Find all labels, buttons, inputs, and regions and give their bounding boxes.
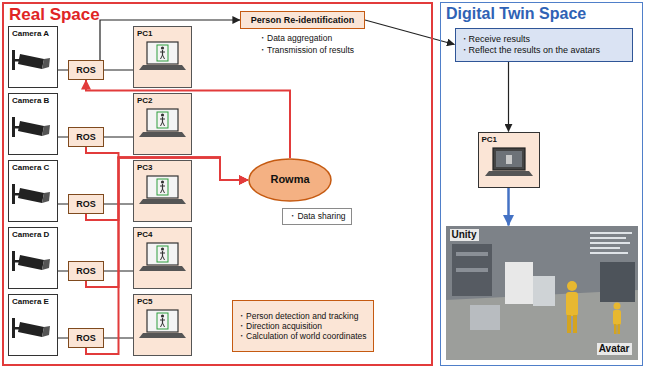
node-text: Person Re-identification — [251, 15, 355, 26]
node-text: Camera A — [12, 29, 49, 39]
region-panel: Real SpaceCamera A ROS PC1Camera B ROS PC2Ca… — [2, 2, 433, 366]
node-text: Unity — [450, 229, 479, 241]
node-text: PC5 — [137, 297, 153, 307]
camera-box: Camera E — [8, 294, 58, 356]
node-text: PC4 — [137, 230, 153, 240]
pc-box: PC1 — [478, 132, 540, 188]
pc-box: PC1 — [133, 26, 192, 88]
node-text: Camera C — [12, 163, 49, 173]
node-text: ・Data sharing — [288, 211, 345, 221]
screen-image: UnityAvatar — [446, 226, 638, 360]
camera-box: Camera B — [8, 93, 58, 155]
connector — [86, 147, 248, 180]
ellipse-outline — [249, 159, 331, 201]
node-text: Rowma — [270, 173, 309, 186]
ros-box: ROS — [68, 60, 104, 80]
node-text: Real Space — [9, 5, 100, 25]
connector — [58, 338, 68, 339]
camera-box: Camera C — [8, 160, 58, 222]
connector — [58, 70, 68, 71]
region-panel: Digital Twin Space ・Receive results・Refle… — [440, 2, 643, 366]
unity-scene — [446, 226, 638, 360]
note-box: ・Data sharing — [282, 208, 352, 225]
node-text: ・Person detection and tracking — [237, 311, 358, 321]
laptop-icon — [133, 160, 192, 222]
camera-icon — [12, 318, 50, 338]
annotation-text: ・Transmission of results — [258, 45, 354, 55]
laptop-icon — [133, 294, 192, 356]
node-text: ROS — [76, 199, 96, 210]
connector — [104, 137, 133, 138]
node-text: ROS — [76, 65, 96, 76]
node-text: ・Reflect the results on the avatars — [460, 45, 601, 56]
connector — [86, 158, 248, 355]
hub-ellipse: Rowma — [248, 158, 332, 202]
node-text: ・Receive results — [460, 34, 531, 45]
laptop-icon — [478, 132, 540, 188]
camera-box: Camera A — [8, 26, 58, 88]
ros-box: ROS — [68, 127, 104, 147]
node-text: Digital Twin Space — [446, 4, 586, 23]
connector — [86, 80, 290, 158]
ros-box: ROS — [68, 194, 104, 214]
node-text: ・Direction acquisition — [237, 321, 322, 331]
camera-icon — [12, 117, 50, 137]
node-text: ・Calculation of world coordinates — [237, 331, 366, 341]
laptop-icon — [133, 227, 192, 289]
process-box: Person Re-identification — [240, 11, 365, 29]
node-text: ROS — [76, 333, 96, 344]
connector — [507, 188, 510, 226]
node-text: PC1 — [137, 29, 153, 39]
node-text: ROS — [76, 132, 96, 143]
process-box: ・Receive results・Reflect the results on … — [455, 28, 633, 62]
ros-box: ROS — [68, 328, 104, 348]
connector — [86, 158, 248, 221]
ros-box: ROS — [68, 261, 104, 281]
note-box: ・Person detection and tracking・Direction… — [232, 300, 374, 352]
annotation-text: ・Data aggregation — [258, 33, 332, 43]
camera-box: Camera D — [8, 227, 58, 289]
node-text: Camera B — [12, 96, 49, 106]
pc-box: PC5 — [133, 294, 192, 356]
node-text: PC1 — [482, 135, 498, 145]
node-text: Camera E — [12, 297, 49, 307]
connector — [58, 137, 68, 138]
node-text: ROS — [76, 266, 96, 277]
node-text: Avatar — [597, 343, 632, 355]
camera-icon — [12, 50, 50, 70]
node-text: PC2 — [137, 96, 153, 106]
laptop-icon — [133, 26, 192, 88]
node-text: Camera D — [12, 230, 49, 240]
connector — [58, 204, 68, 205]
pc-box: PC2 — [133, 93, 192, 155]
node-text: PC3 — [137, 163, 153, 173]
connector — [365, 20, 455, 45]
laptop-icon — [133, 93, 192, 155]
pc-box: PC4 — [133, 227, 192, 289]
connector — [86, 158, 248, 288]
connector — [58, 271, 68, 272]
camera-icon — [12, 184, 50, 204]
pc-box: PC3 — [133, 160, 192, 222]
camera-icon — [12, 251, 50, 271]
connector — [508, 62, 509, 132]
connector — [104, 70, 133, 71]
